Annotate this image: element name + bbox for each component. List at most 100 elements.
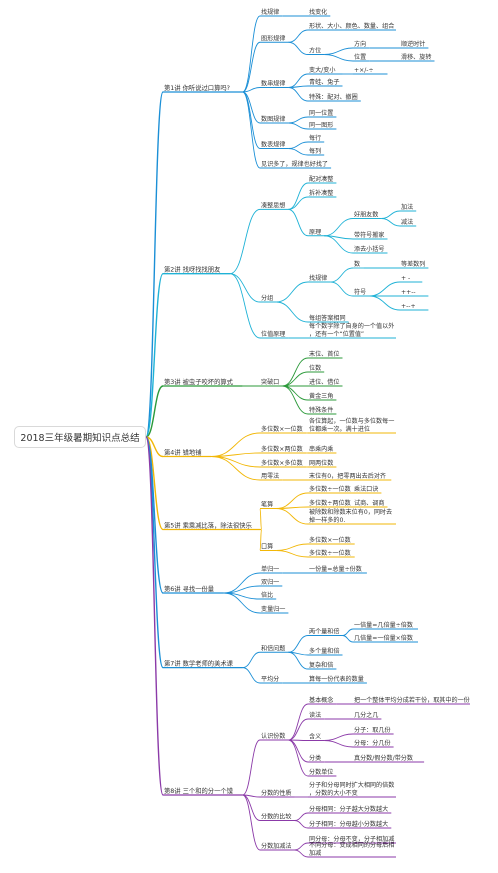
- branch-node: 末位、首位: [309, 350, 339, 358]
- branch-node: 形状、大小、颜色、数量、组合: [309, 22, 394, 30]
- branch-link: [288, 182, 309, 210]
- branch-node: 原理: [309, 229, 321, 236]
- branch-node: 每列: [309, 147, 321, 155]
- topic-link: [145, 436, 164, 796]
- branch-link: [288, 651, 309, 670]
- branch-node: 多位数÷一位数: [309, 485, 351, 493]
- branch-node: 平均分: [261, 675, 279, 683]
- branch-node: 特殊：配对、撤圈: [309, 93, 358, 101]
- branch-node: 双归一: [261, 578, 279, 586]
- branch-link: [276, 492, 309, 509]
- branch-node: 分数单位: [309, 768, 333, 776]
- branch-link: [229, 208, 261, 275]
- branch-link: [211, 456, 261, 468]
- branch-node: 每行: [309, 134, 321, 142]
- topic-node: 第3讲 被虫子咬坏的算式: [164, 377, 234, 386]
- branch-node: 一倍量=几倍量÷倍数: [354, 621, 413, 629]
- branch-node: 分数的性质: [261, 789, 291, 797]
- branch-link: [324, 54, 354, 62]
- branch-link: [288, 208, 309, 237]
- branch-node: 找变化: [309, 8, 327, 16]
- branch-node: 多位数×多位数: [261, 459, 303, 467]
- branch-node: 分组: [261, 294, 273, 302]
- branch-node: 几倍量=一倍量×倍数: [354, 634, 413, 642]
- branch-node: 分数的比较: [261, 813, 291, 821]
- topic-node: 第6讲 寻找一份量: [164, 584, 215, 593]
- branch-node: 图形规律: [261, 34, 285, 42]
- branch-node: 把一个整体平均分成若干份，取其中的一份: [354, 696, 470, 704]
- branch-node: 方位: [309, 47, 321, 55]
- branch-node: 变量归一: [261, 605, 285, 613]
- branch-node: 加法: [401, 203, 413, 211]
- branch-link: [223, 572, 261, 594]
- branch-node-line: 掉一样多的0.: [309, 516, 345, 524]
- topic-node: 第4讲 错地铺: [164, 448, 202, 457]
- branch-link: [282, 371, 309, 387]
- branch-node: 含义: [309, 733, 321, 741]
- branch-node: 网两位数: [309, 459, 333, 467]
- branch-node: 找规律: [261, 8, 279, 16]
- branch-link: [282, 385, 309, 401]
- branch-node: 认识份数: [261, 732, 285, 740]
- branch-link: [223, 592, 261, 614]
- branch-node: 位数: [309, 364, 321, 372]
- branch-node: 突破口: [261, 378, 279, 386]
- branch-node: + -: [401, 275, 410, 282]
- branch-link: [229, 273, 261, 303]
- branch-node: 两个量和倍: [309, 628, 339, 636]
- branch-link: [342, 628, 354, 636]
- branch-node-line: 每个数字除了自身的一个值以外: [309, 322, 394, 330]
- branch-link: [381, 218, 401, 227]
- branch-node: 口算: [261, 543, 273, 551]
- branch-node: 拆补凑整: [309, 189, 333, 197]
- branch-node: 多位数×一位数: [309, 536, 351, 544]
- branch-link: [294, 812, 309, 821]
- branch-node: 等差数列: [401, 260, 425, 268]
- branch-link: [288, 141, 309, 149]
- branch-node: 读法: [309, 711, 321, 719]
- branch-node: 末位有0，把零两出去后对齐: [309, 472, 386, 480]
- branch-node: 几分之几: [354, 711, 378, 719]
- branch-link: [242, 794, 261, 851]
- branch-link: [324, 47, 354, 55]
- branch-link: [276, 543, 309, 551]
- branch-link: [324, 740, 354, 748]
- topic-node: 第2讲 找呀找找朋友: [164, 265, 221, 274]
- branch-node: 配对凑整: [309, 175, 333, 183]
- branch-link: [282, 385, 309, 415]
- branch-link: [342, 635, 354, 643]
- branch-node: 复杂和倍: [309, 661, 333, 669]
- branch-link: [381, 210, 401, 219]
- branch-node: 分类: [309, 754, 321, 762]
- branch-node: 数串规律: [261, 80, 285, 88]
- branch-node: 符号: [354, 288, 366, 296]
- branch-link: [288, 148, 309, 156]
- branch-link: [242, 739, 261, 796]
- branch-node-line: 各位算起，一位数与多位数每一: [309, 417, 394, 425]
- branch-node: 变大/变小: [309, 66, 335, 74]
- branch-node: 添去小括号: [354, 245, 384, 253]
- branch-node: 基本概念: [309, 696, 333, 704]
- branch-link: [294, 849, 309, 858]
- branch-node-line: ，还有一个“位置值”: [309, 330, 364, 338]
- branch-link: [242, 91, 261, 149]
- branch-node: +--+: [401, 303, 416, 310]
- branch-link: [259, 508, 262, 530]
- branch-node: 多个量和倍: [309, 647, 339, 655]
- root-node[interactable]: 2018三年级暑期知识点总结: [14, 426, 146, 448]
- branch-node: 特殊条件: [309, 406, 333, 414]
- branch-link: [288, 87, 309, 102]
- topic-node: 第1讲 你听说过口算吗?: [164, 83, 230, 92]
- branch-link: [324, 235, 354, 254]
- branch-node: 青蛙、兔子: [309, 78, 339, 86]
- branch-link: [288, 635, 309, 653]
- branch-node: 同一图形: [309, 121, 333, 129]
- branch-node-line: 不同分母：变成相同的分母后相: [309, 841, 394, 849]
- branch-node: 带符号搬家: [354, 231, 384, 239]
- topic-link: [145, 272, 164, 438]
- branch-link: [330, 281, 354, 297]
- branch-link: [276, 301, 309, 323]
- branch-link: [276, 550, 309, 558]
- branch-node: 好朋友数: [354, 211, 378, 219]
- branch-node-line: 被除数和除数末位有0，同时去: [309, 508, 392, 516]
